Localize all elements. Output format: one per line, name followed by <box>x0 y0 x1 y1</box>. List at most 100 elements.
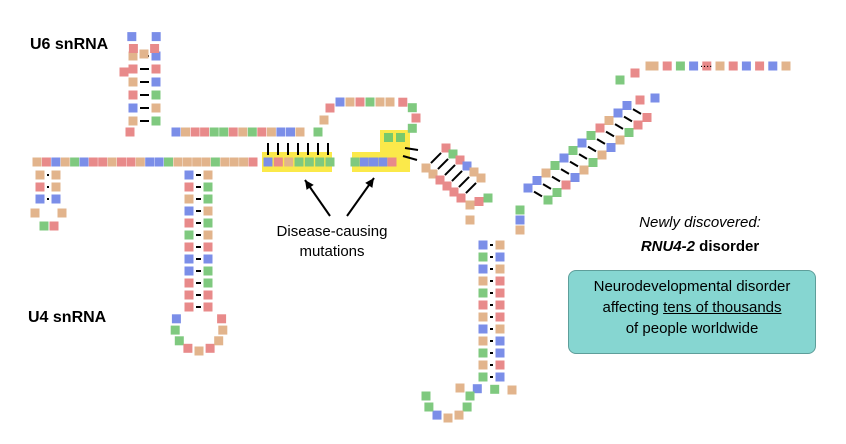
nucleotide <box>345 97 355 107</box>
nucleotide <box>478 264 488 274</box>
nucleotide <box>378 157 388 167</box>
nucleotide <box>559 153 569 163</box>
nucleotide <box>117 157 126 167</box>
nucleotide <box>49 221 59 231</box>
nucleotide <box>375 97 385 107</box>
nucleotide <box>495 300 505 310</box>
info-line-2: affecting tens of thousands <box>569 297 815 318</box>
nucleotide <box>88 157 98 167</box>
nucleotide <box>325 157 335 167</box>
nucleotide <box>70 157 80 167</box>
base-pair <box>404 147 419 151</box>
nucleotide <box>543 195 553 205</box>
nucleotide <box>128 44 138 53</box>
nucleotide <box>474 197 484 206</box>
nucleotide <box>398 97 408 107</box>
nucleotide <box>151 90 161 100</box>
nucleotide <box>128 103 138 113</box>
disease-causing-mutations-label: Disease-causing mutations <box>262 222 402 262</box>
nucleotide <box>495 312 505 322</box>
nucleotide <box>203 278 213 288</box>
base-pair <box>430 152 442 164</box>
nucleotide <box>495 252 505 262</box>
nucleotide <box>151 103 161 113</box>
nucleotide <box>313 127 323 137</box>
base-pair <box>451 170 463 182</box>
nucleotide <box>128 51 138 61</box>
base-pair <box>444 164 456 176</box>
nucleotide <box>675 61 685 71</box>
nucleotide <box>194 346 204 356</box>
nucleotide <box>203 218 213 228</box>
nucleotide <box>604 116 614 125</box>
nucleotide <box>478 360 488 370</box>
nucleotide <box>741 61 751 71</box>
nucleotide <box>650 93 660 103</box>
nucleotide <box>478 348 488 358</box>
nucleotide <box>203 254 213 264</box>
nucleotide <box>128 77 138 87</box>
nucleotide <box>369 157 378 167</box>
base-pair <box>623 115 633 123</box>
nucleotide <box>586 131 596 140</box>
nucleotide <box>151 116 161 126</box>
nucleotide <box>203 182 213 192</box>
nucleotide <box>443 413 453 423</box>
nucleotide <box>41 157 51 167</box>
nucleotide <box>151 32 161 42</box>
nucleotide <box>442 181 452 191</box>
nucleotide <box>476 173 486 183</box>
nucleotide <box>239 157 249 167</box>
nucleotide <box>79 157 89 167</box>
nucleotide <box>615 75 625 85</box>
nucleotide <box>645 61 655 71</box>
nucleotide <box>478 276 488 286</box>
nucleotide <box>201 157 211 167</box>
nucleotide <box>135 157 145 167</box>
nucleotide <box>182 157 192 167</box>
nucleotide <box>273 157 283 167</box>
nucleotide <box>407 103 417 113</box>
nucleotide <box>478 240 488 250</box>
nucleotide <box>483 193 493 203</box>
nucleotide <box>532 176 542 185</box>
nucleotide <box>60 157 70 167</box>
nucleotide <box>633 120 643 130</box>
nucleotide <box>478 372 488 382</box>
nucleotide <box>615 135 625 145</box>
nucleotide <box>284 157 294 167</box>
nucleotides <box>30 32 791 423</box>
nucleotide <box>107 157 117 167</box>
mutations-label-line2: mutations <box>299 243 365 260</box>
nucleotide <box>424 402 434 412</box>
nucleotide <box>552 188 562 197</box>
nucleotide <box>523 183 533 193</box>
nucleotide <box>128 90 138 100</box>
nucleotide <box>51 194 61 204</box>
nucleotide <box>35 194 45 204</box>
nucleotide <box>622 101 632 110</box>
newly-discovered-label: Newly discovered: <box>639 214 761 231</box>
nucleotide <box>550 161 560 170</box>
nucleotide <box>462 402 472 412</box>
nucleotide <box>248 157 258 167</box>
nucleotide <box>781 61 791 71</box>
nucleotide <box>448 149 458 159</box>
nucleotide <box>214 336 224 346</box>
nucleotide <box>495 324 505 334</box>
nucleotide <box>472 384 482 394</box>
nucleotide <box>247 127 257 137</box>
nucleotide <box>577 138 587 148</box>
nucleotide <box>755 61 765 71</box>
base-pair <box>560 168 570 175</box>
nucleotide <box>495 288 505 298</box>
base-pair <box>465 182 477 194</box>
nucleotide <box>145 157 155 167</box>
u4-snrna-label: U4 snRNA <box>28 309 107 326</box>
arrow-head <box>305 180 314 190</box>
nucleotide <box>469 167 479 177</box>
nucleotide <box>192 157 202 167</box>
nucleotide <box>184 182 194 192</box>
